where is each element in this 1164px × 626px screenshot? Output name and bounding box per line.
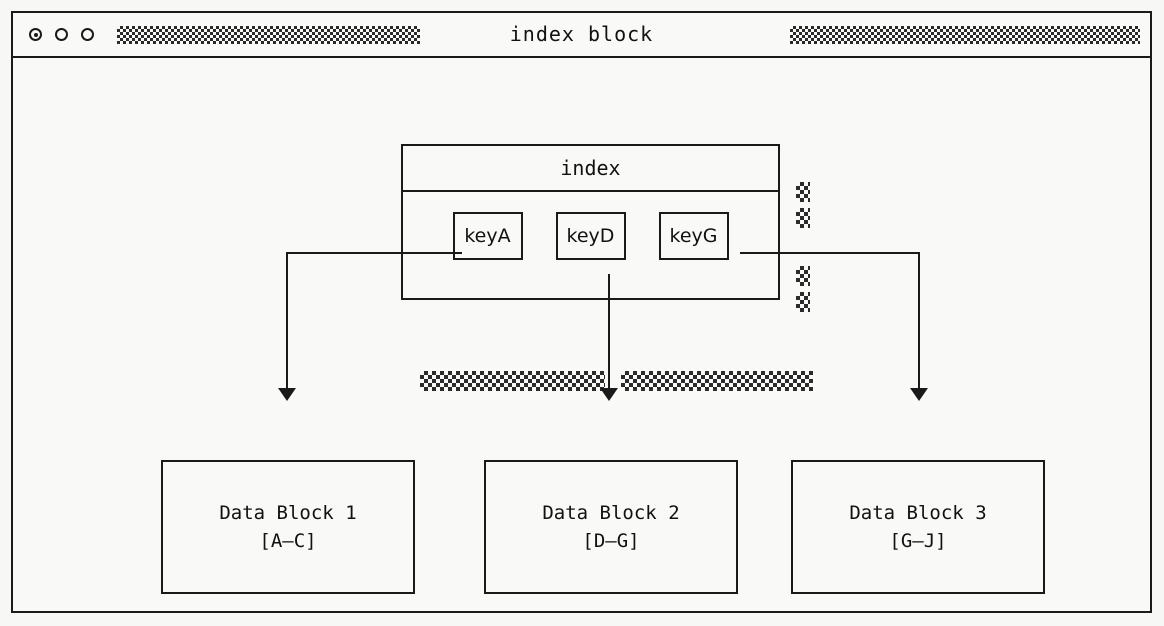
data-block-1[interactable]: Data Block 1 [A–C]	[161, 460, 415, 594]
index-side-hatch-1-icon	[796, 182, 810, 202]
index-block: index keyA keyD keyG	[401, 144, 780, 300]
index-block-header: index	[403, 146, 778, 192]
index-bar-hatch-right-icon	[621, 371, 813, 391]
key-box-keya[interactable]: keyA	[452, 212, 523, 260]
data-block-2-range: [D–G]	[582, 530, 640, 552]
key-box-keyg[interactable]: keyG	[658, 212, 729, 260]
window-frame: index block index keyA keyD keyG	[11, 11, 1152, 613]
data-block-1-range: [A–C]	[259, 530, 317, 552]
connector-keya-horizontal	[286, 252, 462, 254]
data-block-2-title: Data Block 2	[542, 501, 680, 524]
index-bar-hatch-left-icon	[420, 371, 605, 391]
titlebar-hatch-left-icon	[117, 26, 420, 44]
connector-keyd-arrowhead-icon	[600, 388, 618, 401]
traffic-light-close-icon[interactable]	[29, 28, 42, 41]
connector-keyg-arrowhead-icon	[910, 388, 928, 401]
index-key-row: keyA keyD keyG	[403, 208, 778, 264]
connector-keyd-vertical	[608, 274, 610, 390]
key-box-keyd[interactable]: keyD	[555, 212, 626, 260]
connector-keyg-vertical	[918, 252, 920, 390]
titlebar-hatch-right-icon	[790, 26, 1140, 44]
data-block-3-title: Data Block 3	[849, 501, 987, 524]
connector-keyg-horizontal	[740, 252, 920, 254]
traffic-light-maximize-icon[interactable]	[81, 28, 94, 41]
data-block-1-title: Data Block 1	[219, 501, 357, 524]
connector-keya-vertical	[286, 252, 288, 390]
data-block-3[interactable]: Data Block 3 [G–J]	[791, 460, 1045, 594]
diagram-canvas: index keyA keyD keyG	[13, 58, 1150, 611]
data-block-2[interactable]: Data Block 2 [D–G]	[484, 460, 738, 594]
index-side-hatch-4-icon	[796, 292, 810, 312]
index-side-hatch-3-icon	[796, 266, 810, 286]
connector-keya-arrowhead-icon	[278, 388, 296, 401]
window-titlebar: index block	[13, 13, 1150, 58]
data-block-3-range: [G–J]	[889, 530, 947, 552]
window-controls	[29, 13, 94, 56]
index-side-hatch-2-icon	[796, 208, 810, 228]
traffic-light-minimize-icon[interactable]	[55, 28, 68, 41]
